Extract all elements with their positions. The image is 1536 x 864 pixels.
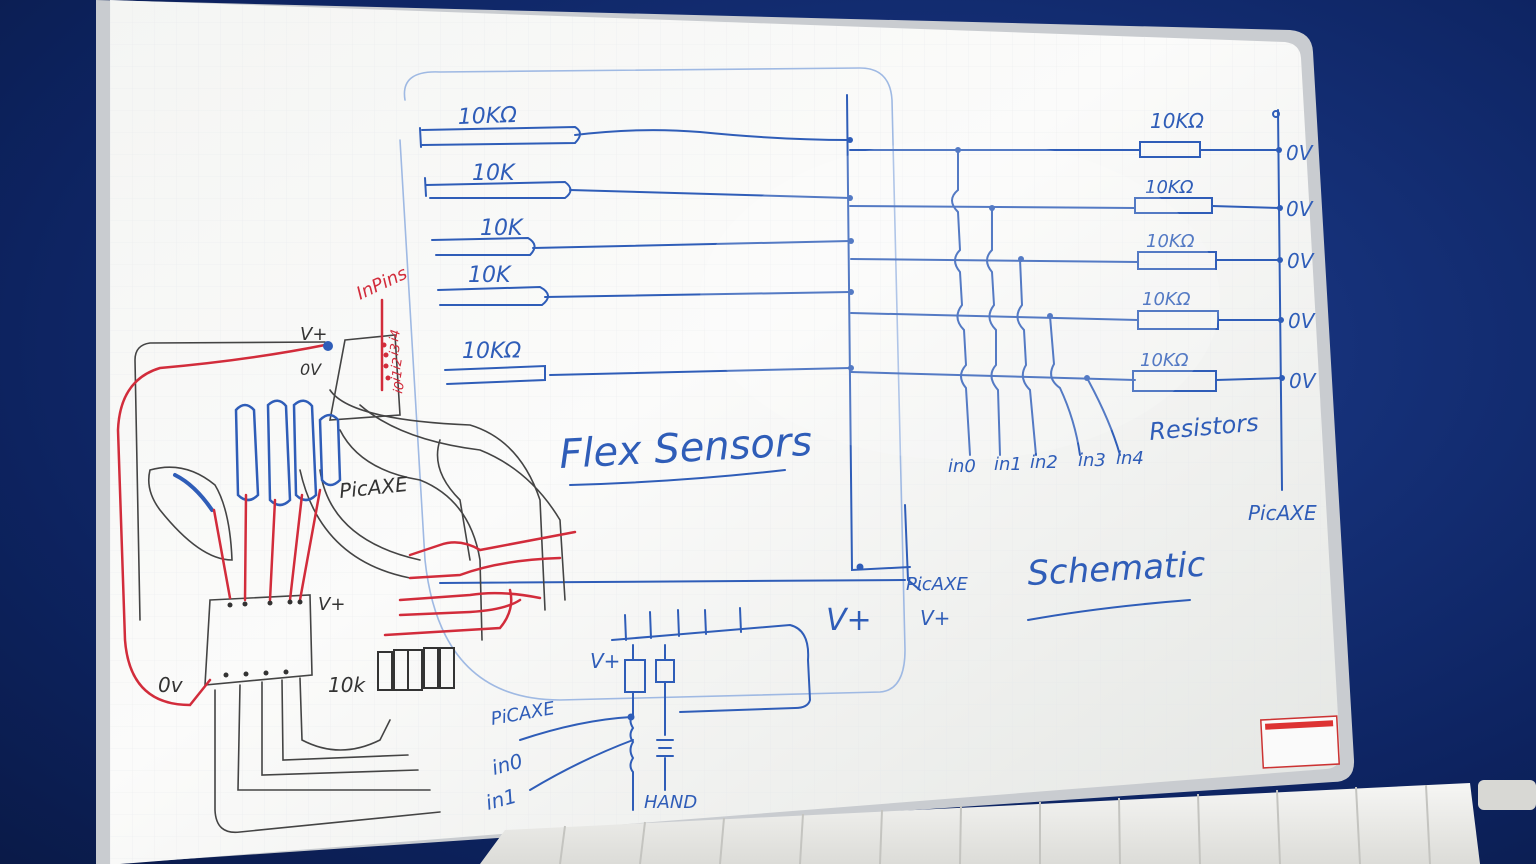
input-label-0: in0: [948, 456, 976, 477]
ten-k-chip-label: 10k: [328, 673, 366, 697]
vplus-bottom-label: V+: [590, 649, 620, 673]
gnd-label-2: 0V: [1286, 197, 1314, 221]
radiator: [480, 780, 1536, 864]
sensor-label-3: 10K: [480, 216, 524, 241]
gnd-label-3: 0V: [1287, 249, 1315, 273]
schematic-title: Schematic: [1026, 545, 1206, 594]
resistor-label-2: 10KΩ: [1145, 177, 1194, 198]
resistor-label-5: 10KΩ: [1140, 350, 1189, 371]
resistor-label-4: 10KΩ: [1142, 289, 1191, 310]
vplus-chip-label: V+: [318, 594, 345, 615]
hand-label: HAND: [644, 792, 697, 813]
sensor-label-5: 10KΩ: [462, 339, 521, 364]
gnd-label-5: 0V: [1289, 369, 1317, 393]
board-sticker: [1260, 715, 1340, 769]
zero-v-chip-label: 0v: [158, 673, 184, 697]
input-label-1: in1: [994, 454, 1022, 475]
sensor-label-4: 10K: [468, 263, 512, 288]
resistor-label-1: 10KΩ: [1150, 109, 1205, 133]
input-label-2: in2: [1030, 452, 1058, 473]
schematic: [399, 67, 1285, 811]
input-label-3: in3: [1078, 450, 1106, 471]
resistor-label-3: 10KΩ: [1146, 231, 1195, 252]
pin-label-i0: i0: [391, 380, 408, 394]
vplus-left-label: V+: [300, 324, 327, 345]
pin-label-i4: i4: [387, 328, 404, 342]
picaxe-right-label: PicAXE: [1248, 501, 1317, 525]
picaxe-bottom-label: PicAXE: [906, 574, 968, 595]
vplus-small-label: V+: [920, 606, 950, 630]
sensor-label-2: 10K: [472, 161, 516, 186]
input-label-4: in4: [1116, 448, 1144, 469]
sensor-label-1: 10KΩ: [457, 103, 517, 130]
gnd-label-1: 0V: [1286, 141, 1314, 165]
pin-label-i1: i1: [389, 368, 406, 382]
wiring-diagram: [116, 298, 577, 834]
gnd-label-4: 0V: [1288, 309, 1316, 333]
pin-label-i3: i3: [387, 342, 404, 356]
zero-v-left-label: 0V: [300, 360, 322, 379]
vplus-main-label: V+: [826, 603, 872, 638]
pin-label-i2: i2: [389, 356, 406, 370]
